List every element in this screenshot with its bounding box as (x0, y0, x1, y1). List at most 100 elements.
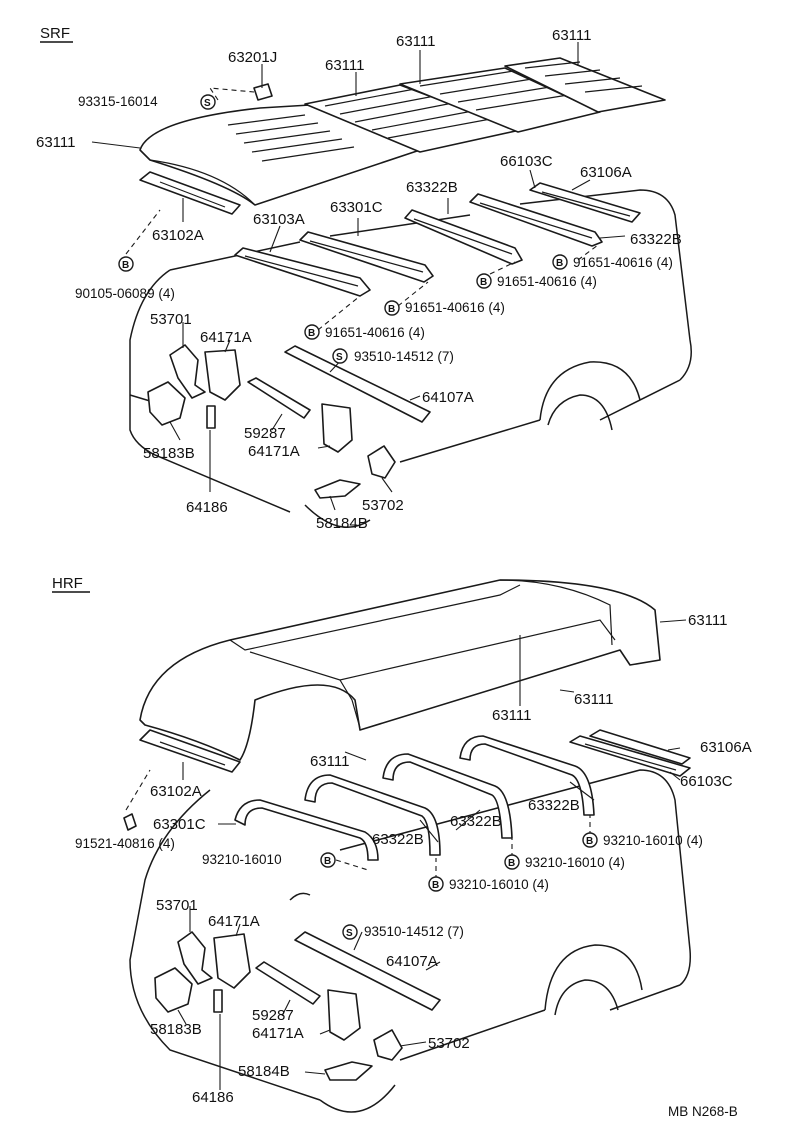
svg-text:S: S (204, 98, 211, 109)
srf-bow-63103A (234, 247, 371, 297)
srf-part-64186 (206, 405, 216, 429)
hrf-bow-63322B-a (304, 774, 441, 856)
srf-s-symbol-93315: S (200, 94, 216, 110)
srf-part-53702 (367, 445, 396, 479)
srf-b-symbol-91651-b: B (476, 273, 492, 289)
hrf-part-59287 (255, 961, 321, 1005)
hrf-label-93510-14512: 93510-14512 (7) (364, 924, 464, 939)
srf-label-90105-06089: 90105-06089 (4) (75, 286, 175, 301)
srf-section-title: SRF (40, 25, 70, 42)
srf-label-63111-b: 63111 (396, 33, 436, 50)
hrf-label-63301C: 63301C (153, 816, 206, 833)
srf-label-53701: 53701 (150, 311, 192, 328)
srf-label-91651-b: 91651-40616 (4) (497, 274, 597, 289)
srf-label-59287: 59287 (244, 425, 286, 442)
svg-text:B: B (122, 260, 129, 271)
srf-label-63322B-a: 63322B (406, 179, 458, 196)
hrf-label-63111-b: 63111 (574, 691, 614, 708)
svg-text:B: B (586, 836, 593, 847)
srf-label-91651-a: 91651-40616 (4) (573, 255, 673, 270)
srf-label-58183B: 58183B (143, 445, 195, 462)
hrf-section: HRF (52, 575, 752, 1113)
hrf-part-64171A-b (327, 989, 361, 1041)
srf-part-58183B (147, 381, 186, 426)
hrf-label-64171A-b: 64171A (252, 1025, 304, 1042)
srf-section: SRF (36, 25, 692, 532)
hrf-part-53701 (177, 931, 213, 985)
srf-label-63106A: 63106A (580, 164, 632, 181)
hrf-leaders (125, 619, 687, 1090)
srf-label-91651-c: 91651-40616 (4) (405, 300, 505, 315)
hrf-part-58183B (154, 967, 193, 1013)
svg-text:S: S (346, 928, 353, 939)
srf-label-63301C: 63301C (330, 199, 383, 216)
svg-text:B: B (480, 277, 487, 288)
srf-bracket-63201J (253, 83, 273, 101)
hrf-rail-63106A (569, 729, 691, 777)
srf-label-64107A: 64107A (422, 389, 474, 406)
hrf-label-93210-c: 93210-16010 (4) (525, 855, 625, 870)
srf-leaders (91, 42, 626, 511)
srf-label-64171A-b: 64171A (248, 443, 300, 460)
srf-label-93315-16014: 93315-16014 (78, 94, 158, 109)
srf-label-93510-14512: 93510-14512 (7) (354, 349, 454, 364)
hrf-bow-63301C (234, 799, 379, 861)
hrf-part-64107A (294, 931, 441, 1011)
srf-s-symbol-93510: S (332, 348, 348, 364)
srf-b-symbol-91651-d: B (304, 324, 320, 340)
srf-label-63102A: 63102A (152, 227, 204, 244)
hrf-label-63111-d: 63111 (310, 753, 350, 770)
srf-vehicle-body (129, 189, 692, 528)
svg-text:B: B (308, 328, 315, 339)
srf-bow-63301C (299, 231, 434, 283)
srf-b-symbol-90105: B (118, 256, 134, 272)
srf-part-58184B (314, 479, 361, 499)
hrf-label-91521-40816: 91521-40816 (4) (75, 836, 175, 851)
hrf-label-66103C: 66103C (680, 773, 733, 790)
hrf-label-63106A: 63106A (700, 739, 752, 756)
hrf-label-63322B-b: 63322B (450, 813, 502, 830)
srf-label-63103A: 63103A (253, 211, 305, 228)
srf-label-63201J: 63201J (228, 49, 277, 66)
svg-text:B: B (432, 880, 439, 891)
reference-code: MB N268-B (668, 1104, 738, 1119)
hrf-b-symbol-93210-b: B (320, 852, 336, 868)
hrf-part-58184B (324, 1061, 373, 1081)
hrf-label-93210-a: 93210-16010 (4) (603, 833, 703, 848)
srf-label-53702: 53702 (362, 497, 404, 514)
hrf-bow-63322B-b (382, 753, 513, 839)
srf-roof-rear (504, 57, 666, 113)
srf-label-63111-a: 63111 (325, 57, 365, 74)
srf-label-63322B-b: 63322B (630, 231, 682, 248)
srf-label-64171A-a: 64171A (200, 329, 252, 346)
srf-part-64107A (284, 345, 431, 423)
svg-text:B: B (556, 258, 563, 269)
srf-part-64171A-a (204, 349, 241, 401)
srf-part-64171A-b (321, 403, 353, 453)
hrf-bolt-91521 (123, 813, 137, 831)
srf-part-59287 (247, 377, 311, 419)
srf-header-63102A (139, 171, 241, 215)
srf-label-63111-c: 63111 (552, 27, 592, 44)
hrf-label-53701: 53701 (156, 897, 198, 914)
srf-part-53701 (169, 344, 206, 399)
hrf-header-63102A (139, 729, 241, 773)
hrf-bow-63322B-c (459, 735, 595, 816)
svg-text:B: B (508, 858, 515, 869)
srf-bow-63322B-b (469, 193, 603, 247)
hrf-label-93210-b: 93210-16010 (202, 852, 282, 867)
hrf-label-63111-a: 63111 (688, 612, 728, 629)
srf-b-symbol-91651-a: B (552, 254, 568, 270)
srf-labels: 63201J 93315-16014 63111 63111 63111 631… (36, 27, 682, 532)
hrf-label-64171A-a: 64171A (208, 913, 260, 930)
hrf-label-63111-c: 63111 (492, 707, 532, 724)
hrf-label-93210-d: 93210-16010 (4) (449, 877, 549, 892)
hrf-label-64107A: 64107A (386, 953, 438, 970)
hrf-label-63322B-c: 63322B (372, 831, 424, 848)
hrf-section-title: HRF (52, 575, 83, 592)
hrf-part-53702 (373, 1029, 403, 1061)
hrf-b-symbol-93210-d: B (428, 876, 444, 892)
hrf-part-64171A-a (213, 933, 251, 989)
svg-text:B: B (324, 856, 331, 867)
